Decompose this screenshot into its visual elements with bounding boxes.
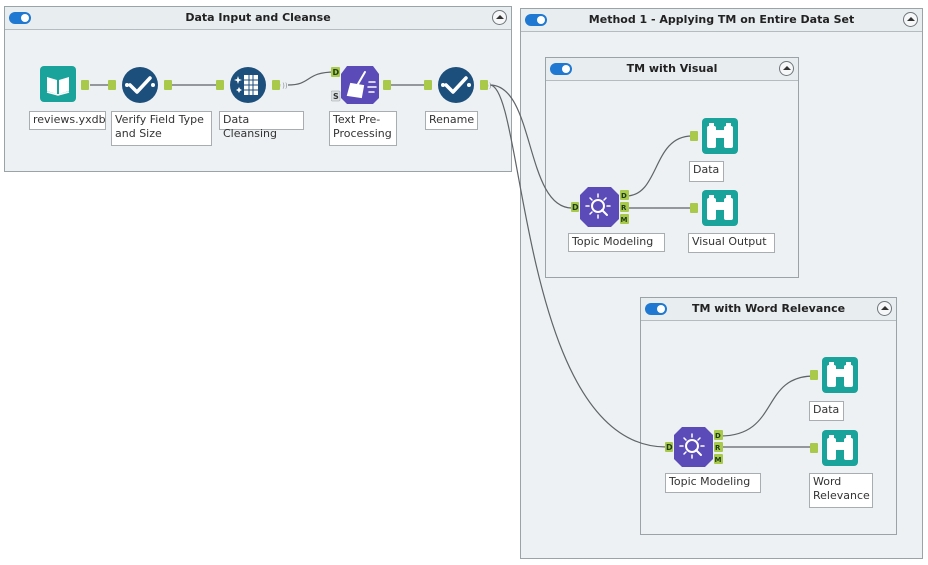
- output-anchor: [383, 80, 391, 90]
- cleansing-icon: [234, 75, 258, 95]
- binoculars-icon: [827, 362, 853, 387]
- container-header: [521, 9, 922, 32]
- label-browse-visual[interactable]: Visual Output: [688, 233, 775, 253]
- container-header: [5, 7, 511, 30]
- container-header: [641, 298, 896, 321]
- label-browse-word-relevance[interactable]: Word Relevance: [809, 473, 873, 508]
- wire-rename-tm1: [489, 84, 573, 209]
- input-anchor: [216, 80, 224, 90]
- broom-icon: [346, 71, 377, 99]
- container-title: TM with Visual: [626, 62, 718, 75]
- input-anchor-d: [665, 442, 673, 452]
- cleansing-tool[interactable]: [216, 66, 288, 104]
- browse-tool-visual[interactable]: [690, 190, 740, 228]
- wire-tm1-data1: [625, 135, 693, 197]
- binoculars-icon: [707, 195, 733, 220]
- svg-text:S: S: [333, 92, 339, 101]
- label-rename[interactable]: Rename: [425, 111, 478, 130]
- container-title: Data Input and Cleanse: [185, 11, 331, 24]
- output-anchor-r: [714, 442, 723, 452]
- svg-text:D: D: [715, 432, 721, 440]
- output-anchor: [480, 80, 488, 90]
- topic-modeling-tool-1[interactable]: D D R M: [571, 186, 633, 228]
- collapse-icon[interactable]: [779, 61, 794, 76]
- wire-tm2-data2: [719, 375, 815, 437]
- svg-text:M: M: [621, 216, 628, 224]
- svg-text:R: R: [715, 444, 721, 452]
- browse-tool-data-1[interactable]: [690, 118, 740, 156]
- input-anchor: [690, 131, 698, 141]
- input-anchor-d: [571, 202, 579, 212]
- collapse-icon[interactable]: [877, 301, 892, 316]
- output-anchor-m: [714, 454, 723, 464]
- output-anchor-r: [620, 202, 629, 212]
- container-toggle[interactable]: [645, 303, 667, 315]
- binoculars-icon: [827, 435, 853, 460]
- checkmark-icon: [444, 76, 468, 94]
- svg-text:M: M: [715, 456, 722, 464]
- label-verify[interactable]: Verify Field Type and Size: [111, 111, 212, 146]
- book-icon: [46, 77, 70, 96]
- label-topic-modeling-2[interactable]: Topic Modeling: [665, 473, 761, 493]
- input-anchor-d: [331, 67, 340, 77]
- svg-text:D: D: [333, 68, 340, 77]
- output-anchor: [81, 80, 89, 90]
- container-toggle[interactable]: [9, 12, 31, 24]
- label-reviews[interactable]: reviews.yxdb: [29, 111, 106, 130]
- label-cleansing[interactable]: Data Cleansing: [219, 111, 304, 140]
- container-toggle[interactable]: [525, 14, 547, 26]
- select-tool-rename[interactable]: [424, 66, 490, 104]
- browse-tool-data-2[interactable]: [810, 357, 860, 395]
- wire-cleansing-textpre: [287, 71, 336, 86]
- collapse-icon[interactable]: [903, 12, 918, 27]
- container-title: Method 1 - Applying TM on Entire Data Se…: [588, 13, 855, 26]
- binoculars-icon: [707, 123, 733, 148]
- label-browse-data-1[interactable]: Data: [689, 161, 724, 182]
- input-anchor: [424, 80, 432, 90]
- input-anchor-s: [331, 90, 341, 102]
- topic-modeling-icon: [585, 193, 611, 219]
- output-anchor-d: [714, 430, 723, 440]
- select-tool-verify[interactable]: [108, 66, 174, 104]
- label-browse-data-2[interactable]: Data: [809, 401, 844, 421]
- container-title: TM with Word Relevance: [691, 302, 846, 315]
- wire-flow-indicator: ◦)): [278, 82, 288, 90]
- browse-tool-word-relevance[interactable]: [810, 430, 860, 468]
- svg-text:R: R: [621, 204, 627, 212]
- topic-modeling-tool-2[interactable]: D D R M: [665, 426, 727, 468]
- input-anchor: [690, 203, 698, 213]
- text-preprocessing-tool[interactable]: D S: [331, 64, 393, 106]
- checkmark-icon: [128, 76, 152, 94]
- output-anchor-m: [620, 214, 629, 224]
- output-anchor: [272, 80, 280, 90]
- input-anchor: [810, 443, 818, 453]
- output-anchor: [164, 80, 172, 90]
- label-topic-modeling-1[interactable]: Topic Modeling: [568, 233, 665, 252]
- container-header: [546, 58, 798, 81]
- input-anchor: [810, 370, 818, 380]
- container-toggle[interactable]: [550, 63, 572, 75]
- output-anchor-d: [620, 190, 629, 200]
- input-anchor: [108, 80, 116, 90]
- svg-text:D: D: [666, 443, 673, 452]
- label-textpre[interactable]: Text Pre- Processing: [329, 111, 397, 146]
- svg-text:D: D: [572, 203, 579, 212]
- wire-rename-tm2: [489, 84, 667, 448]
- input-tool-reviews[interactable]: [40, 66, 90, 104]
- topic-modeling-icon: [679, 433, 705, 459]
- collapse-icon[interactable]: [492, 10, 507, 25]
- svg-text:D: D: [621, 192, 627, 200]
